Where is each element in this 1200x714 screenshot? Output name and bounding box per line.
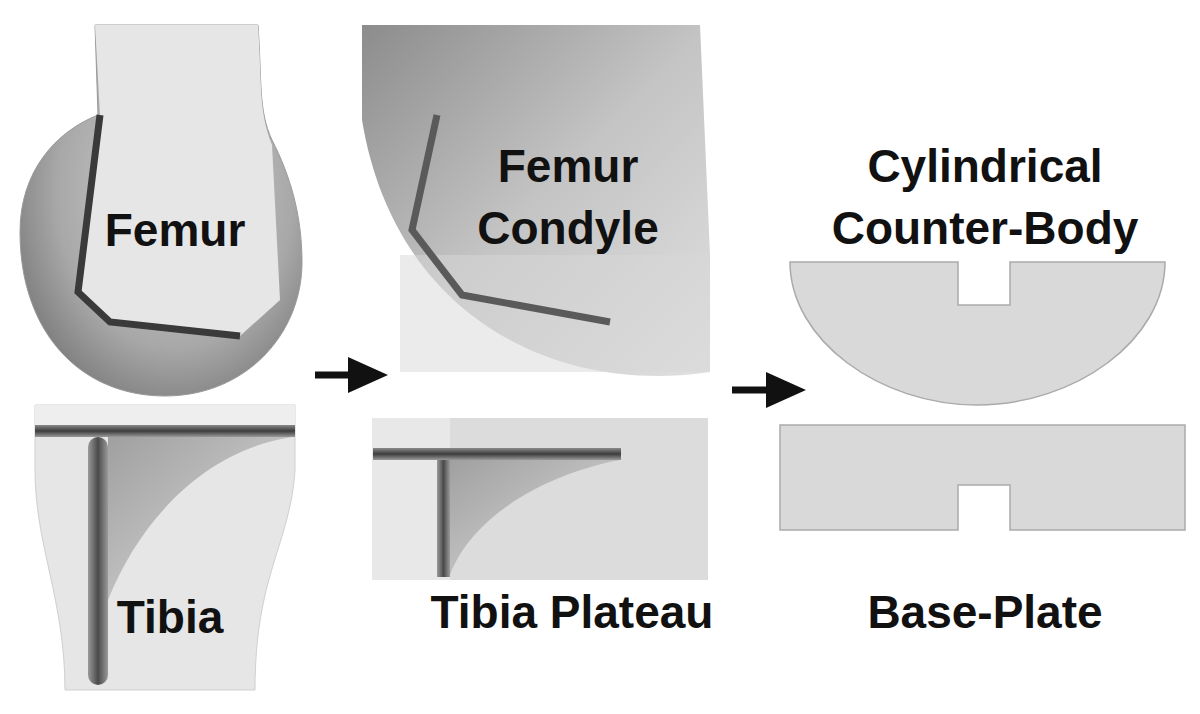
plateau-drawing	[372, 418, 708, 580]
arrow	[732, 387, 770, 394]
part-label: Femur	[55, 199, 295, 261]
part-label: Tibia Plateau	[382, 581, 762, 643]
condyle-drawing	[362, 25, 710, 376]
part-label: Cylindrical Counter-Body	[805, 135, 1165, 259]
arrow-head	[348, 357, 388, 393]
counter-body-drawing	[790, 262, 1165, 405]
base-plate-drawing	[780, 425, 1185, 530]
part-label: Femur Condyle	[443, 135, 693, 259]
tibia-drawing	[35, 405, 295, 690]
femur-drawing	[20, 25, 302, 396]
part-label: Base-Plate	[805, 581, 1165, 643]
arrow-head	[766, 372, 806, 408]
arrow	[315, 372, 352, 379]
part-label: Tibia	[50, 586, 290, 648]
